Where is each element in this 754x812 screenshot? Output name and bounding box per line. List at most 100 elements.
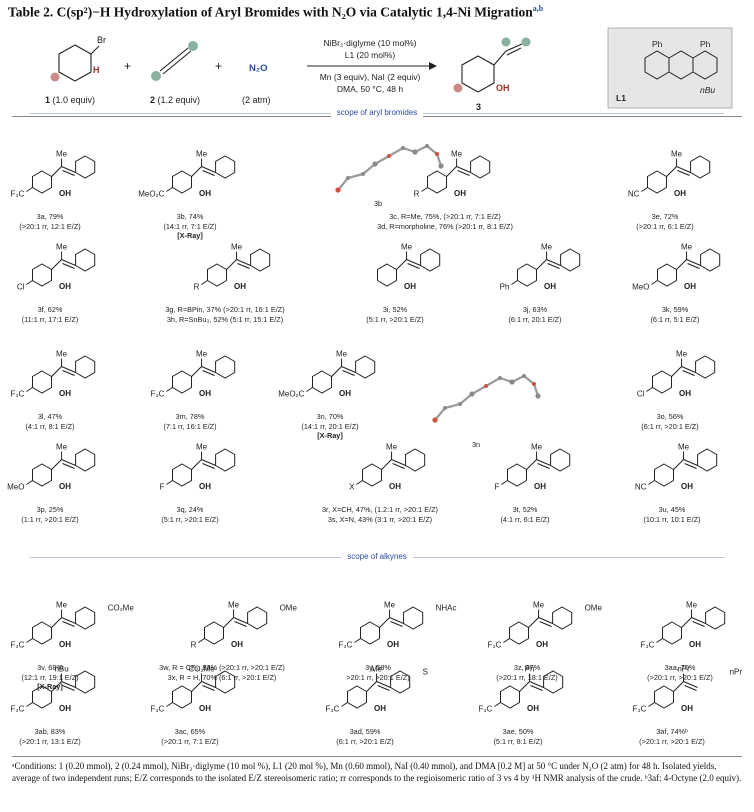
entry-caption-3q: 3q, 24%(5:1 rr, >20:1 E/Z) (80, 505, 300, 524)
sub-bond-3q (166, 480, 173, 485)
bond-vinyl-b-3w (233, 617, 248, 624)
oh-3aa: OH (689, 640, 701, 649)
bond-vinyl-c-3o (682, 370, 695, 376)
section-heading-aryl: scope of aryl bromides (0, 108, 754, 117)
ring-a-3ac (172, 685, 192, 709)
sub-bond-3g (201, 280, 208, 285)
xray-bond-3b-0 (337, 177, 349, 191)
bond-vinyl-a-3ae (519, 681, 530, 692)
top-3j: Me (541, 243, 553, 252)
xray-atom-3b-4 (387, 154, 391, 158)
bond-vinyl-c-3w (234, 621, 247, 627)
oh-3ab: OH (59, 704, 71, 713)
ligand-name: L1 (616, 93, 626, 103)
top-3p: Me (56, 443, 68, 452)
ring-b-3w (247, 606, 268, 630)
ring-a-3ad (347, 685, 367, 709)
bond-vinyl-c-3ae (530, 685, 543, 691)
entry-caption-3ac: 3ac, 65%(>20:1 rr, 7:1 E/Z) (80, 727, 300, 746)
entry-3p-line2: (1:1 rr, >20:1 E/Z) (21, 514, 79, 524)
top-3r: Me (386, 443, 398, 452)
xray-atom-3n-9 (535, 393, 541, 399)
entry-3aa-line1: 3aa, 70% (664, 663, 696, 672)
entry-3e-line2: (>20:1 rr, 6:1 E/Z) (636, 221, 694, 231)
sub-bond-3l (26, 387, 33, 392)
sub-bond-3aa (656, 638, 663, 643)
entry-3v-line2: (12:1 rr, 19:1 E/Z) (21, 672, 79, 682)
ring-b-3m (215, 355, 236, 379)
sub-bond-3af (648, 702, 655, 707)
ring-a-3f (32, 263, 52, 287)
table-title-text: Table 2. C(sp²)−H Hydroxylation of Aryl … (8, 4, 533, 20)
bond-vinyl-a-3m (191, 366, 202, 377)
entry-3t-line2: (4:1 rr, 6:1 E/Z) (500, 514, 550, 524)
ring-a-3i (377, 263, 397, 287)
sub-bond-3u (648, 480, 655, 485)
top-3m: Me (196, 350, 208, 359)
top-3ad: Me (371, 665, 383, 674)
entry-3c-line2: 3d, R=morpholine, 76% (>20:1 rr, 8:1 E/Z… (377, 221, 513, 231)
entry-caption-3f: 3f, 62%(11:1 rr, 17:1 E/Z) (0, 305, 160, 324)
entry-3w-line1: 3w, R = CF₃, 80% (>20:1 rr, >20:1 E/Z) (159, 663, 285, 672)
ring-b-3u (697, 448, 718, 472)
sub-3n: MeO₂C (278, 390, 304, 399)
ring-b-3b (215, 155, 236, 179)
top-3k: Me (681, 243, 693, 252)
xray-bond-3b-3 (374, 155, 390, 165)
oh-3a: OH (59, 189, 71, 198)
bond-vinyl-b-3c (456, 166, 471, 173)
entry-caption-3e: 3e, 72%(>20:1 rr, 6:1 E/Z) (555, 212, 754, 231)
oh-3i: OH (404, 282, 416, 291)
bond-vinyl-a-3g (226, 259, 237, 270)
bond-vinyl-b-3g (236, 259, 251, 266)
entry-caption-3l: 3l, 47%(4:1 rr, 8:1 E/Z) (0, 412, 160, 431)
top-3i: Me (401, 243, 413, 252)
entry-3p-line1: 3p, 25% (36, 505, 64, 514)
section-heading-aryl-text: scope of aryl bromides (330, 108, 424, 117)
sub-bond-3c (421, 187, 428, 192)
sub-bond-3b (166, 187, 173, 192)
entry-3n-line3: [X-Ray] (317, 431, 343, 440)
top-3w: Me (228, 601, 240, 610)
oh-3l: OH (59, 389, 71, 398)
entry-3b-line2: (14:1 rr, 7:1 E/Z) (163, 221, 217, 231)
bond-vinyl-b-3af (683, 681, 698, 688)
top-3l: Me (56, 350, 68, 359)
oh-3v: OH (59, 640, 71, 649)
entry-3j-line1: 3j, 63% (522, 305, 548, 314)
entry-caption-3c: 3c, R=Me, 75%, (>20:1 rr, 7:1 E/Z)3d, R=… (335, 212, 555, 231)
bond-vinyl-a-3v (51, 617, 62, 628)
entry-caption-3w: 3w, R = CF₃, 80% (>20:1 rr, >20:1 E/Z)3x… (112, 663, 332, 682)
sub-3aa: F₃C (641, 641, 655, 650)
entry-3c-line1: 3c, R=Me, 75%, (>20:1 rr, 7:1 E/Z) (389, 212, 501, 221)
reagent-1-br: Br (97, 35, 106, 45)
entry-caption-3g: 3g, R=BPin, 37% (>20:1 rr, 16:1 E/Z)3h, … (115, 305, 335, 324)
entry-3n-xray-line1: 3n (471, 440, 481, 449)
reagent-2-structure (151, 41, 198, 81)
top-3t: Me (531, 443, 543, 452)
bond-vinyl-c-3aa (692, 621, 705, 627)
oh-3o: OH (679, 389, 691, 398)
entry-3n-line2: (14:1 rr, 20:1 E/Z) (301, 421, 359, 431)
ring-b-3y (403, 606, 424, 630)
section-heading-alkynes: scope of alkynes (0, 552, 754, 561)
product-oh: OH (496, 83, 510, 93)
bond-vinyl-a-3i (396, 259, 407, 270)
ring-b-3z (552, 606, 573, 630)
sub-3y: F₃C (339, 641, 353, 650)
ring-a-3l (32, 370, 52, 394)
bond-vinyl-a-3n (331, 366, 342, 377)
xray-atom-3n-6 (509, 379, 515, 385)
entry-caption-3o: 3o, 56%(6:1 rr, >20:1 E/Z) (560, 412, 754, 431)
oh-3af: OH (681, 704, 693, 713)
xray-bond-3n-3 (471, 385, 487, 395)
xray-bond-3n-4 (485, 377, 501, 387)
entry-caption-3k: 3k, 59%(6:1 rr, 5:1 E/Z) (565, 305, 754, 324)
ring-b-3j (560, 248, 581, 272)
entry-caption-3af: 3af, 74%ᵇ(>20:1 rr, >20:1 E/Z) (562, 727, 754, 746)
top-3af: nPr (677, 665, 690, 674)
